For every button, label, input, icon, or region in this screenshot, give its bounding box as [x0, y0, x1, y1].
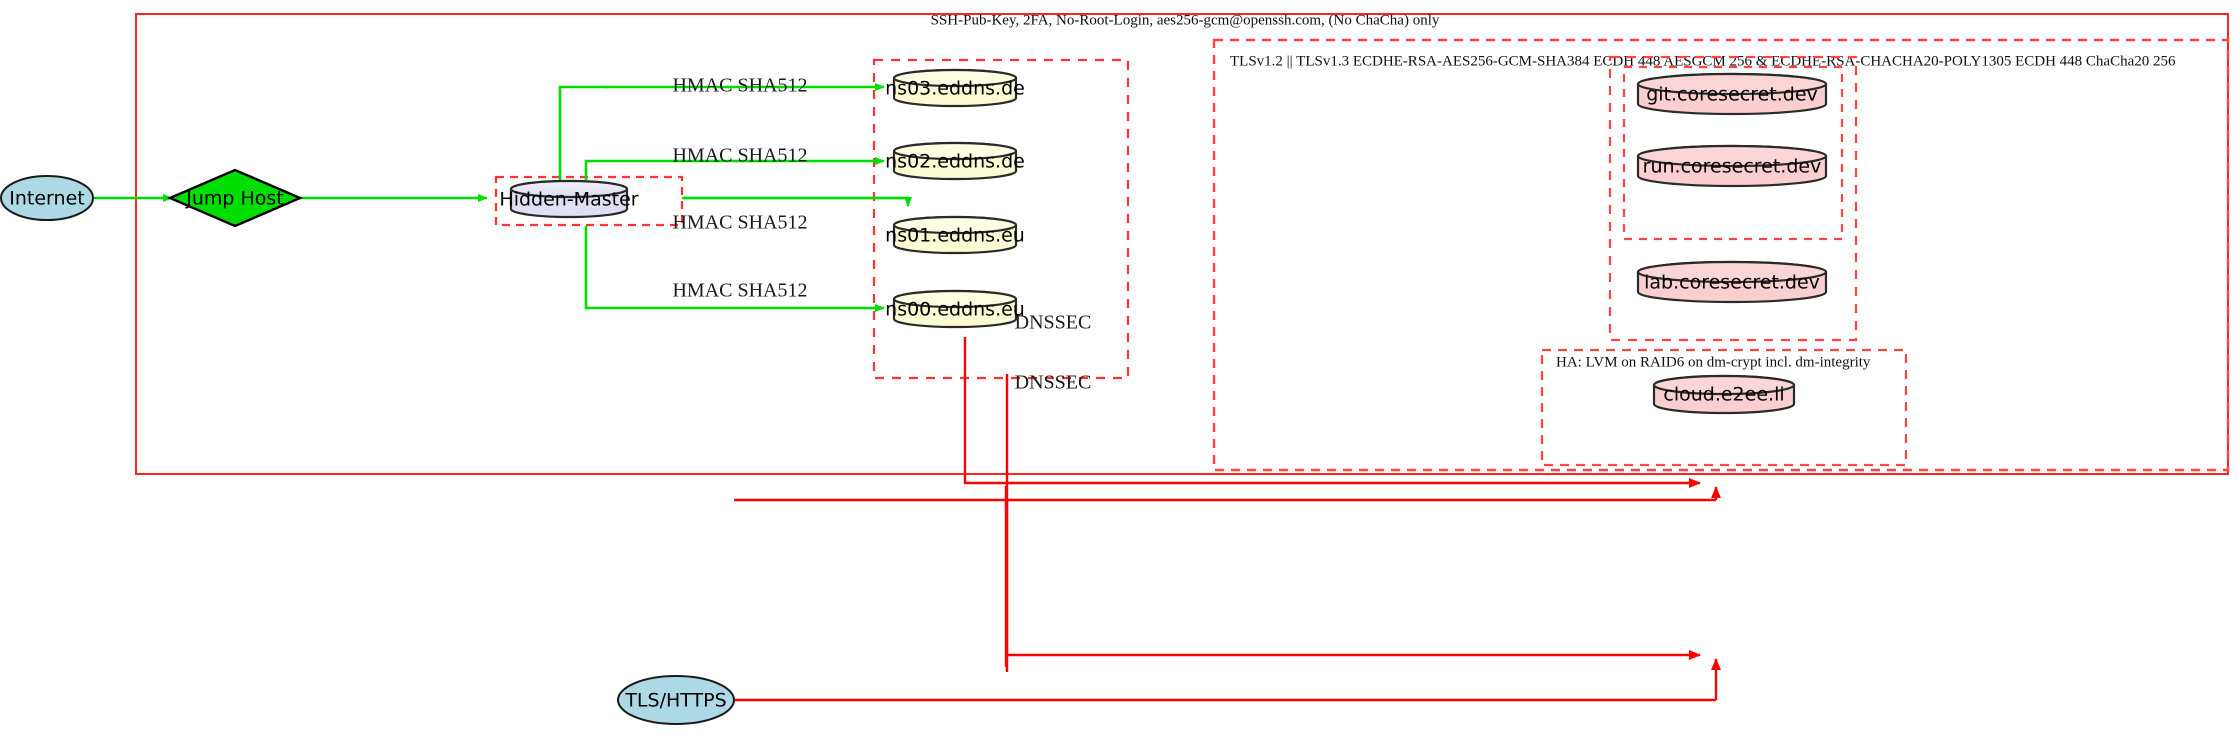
edge-label-dnssec-top: DNSSEC: [1015, 312, 1092, 334]
edge-master-ns02: [584, 157, 885, 180]
cluster-coresecret: [1608, 55, 1858, 342]
cluster-tls: TLSv1.2 || TLSv1.3 ECDHE-RSA-AES256-GCM-…: [1212, 38, 2230, 472]
edge-label-hmac-ns00: HMAC SHA512: [672, 280, 807, 302]
node-internet-label: Internet: [9, 188, 84, 210]
cluster-coresecret-inner: [1622, 65, 1844, 241]
node-ns02-label: ns02.eddns.de: [885, 151, 1025, 173]
node-lab-coresecret[interactable]: lab.coresecret.dev: [1636, 260, 1828, 304]
node-ns03-label: ns03.eddns.de: [885, 78, 1025, 100]
cluster-ssh: SSH-Pub-Key, 2FA, No-Root-Login, aes256-…: [135, 12, 2229, 475]
node-ns00[interactable]: ns00.eddns.eu: [885, 289, 1025, 329]
node-jump-host-label: Jump Host: [185, 188, 284, 210]
node-ns01-label: ns01.eddns.eu: [885, 225, 1025, 247]
edge-dnssec-bottom: [1005, 374, 1701, 660]
node-hidden-master[interactable]: Hidden-Master: [499, 179, 639, 219]
node-ns02[interactable]: ns02.eddns.de: [885, 141, 1025, 181]
edge-master-ns00: [584, 226, 885, 312]
cluster-hidden-master: [494, 175, 684, 227]
node-cloud-e2ee-label: cloud.e2ee.li: [1663, 384, 1784, 406]
node-tls-https-label: TLS/HTTPS: [624, 690, 726, 712]
edge-master-ns03: [558, 85, 609, 180]
node-run-coresecret[interactable]: run.coresecret.dev: [1636, 144, 1828, 188]
edge-label-hmac-ns02: HMAC SHA512: [672, 145, 807, 167]
node-jump-host[interactable]: Jump Host: [166, 168, 304, 228]
node-git-coresecret-label: git.coresecret.dev: [1646, 84, 1818, 106]
node-git-coresecret[interactable]: git.coresecret.dev: [1636, 72, 1828, 116]
edge-dnssec-top: [963, 337, 1701, 488]
cluster-tls-label: TLSv1.2 || TLSv1.3 ECDHE-RSA-AES256-GCM-…: [1230, 53, 2176, 69]
edge-label-dnssec-bottom: DNSSEC: [1015, 372, 1092, 394]
edge-master-ns01-b: [683, 196, 912, 207]
cluster-ssh-label: SSH-Pub-Key, 2FA, No-Root-Login, aes256-…: [931, 12, 1440, 28]
node-ns00-label: ns00.eddns.eu: [885, 299, 1025, 321]
node-ns03[interactable]: ns03.eddns.de: [885, 68, 1025, 108]
edge-label-hmac-ns01: HMAC SHA512: [672, 212, 807, 234]
tls-edges: [734, 337, 1721, 702]
edge-label-hmac-ns03: HMAC SHA512: [672, 75, 807, 97]
ssh-edges: [92, 83, 912, 312]
cluster-ha: HA: LVM on RAID6 on dm-crypt incl. dm-in…: [1540, 348, 1908, 467]
node-ns01[interactable]: ns01.eddns.eu: [885, 215, 1025, 255]
node-hidden-master-label: Hidden-Master: [499, 189, 638, 211]
node-run-coresecret-label: run.coresecret.dev: [1643, 156, 1822, 178]
cluster-eddns: [872, 58, 1130, 380]
node-tls-https[interactable]: TLS/HTTPS: [617, 675, 735, 725]
node-lab-coresecret-label: lab.coresecret.dev: [1644, 272, 1820, 294]
node-internet[interactable]: Internet: [0, 175, 94, 221]
cluster-ha-label: HA: LVM on RAID6 on dm-crypt incl. dm-in…: [1556, 354, 1871, 370]
node-cloud-e2ee[interactable]: cloud.e2ee.li: [1652, 374, 1796, 415]
